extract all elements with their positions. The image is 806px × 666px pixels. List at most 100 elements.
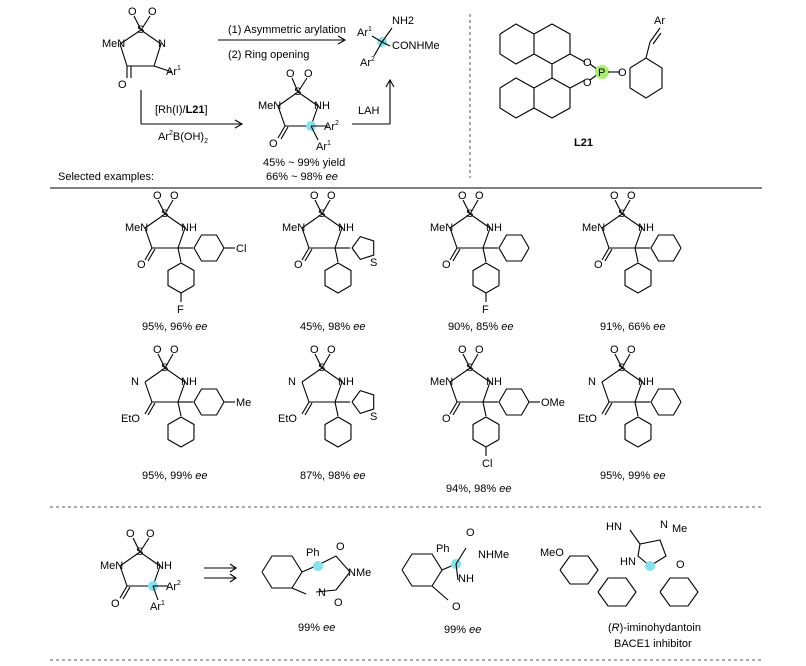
svg-text:Ar: Ar [654, 15, 665, 27]
eto-label: EtO [121, 413, 140, 425]
atom-s: S [618, 362, 625, 374]
atom-men: MeN [430, 222, 453, 234]
substituent-label: OMe [541, 397, 565, 409]
starting-material: O O S MeN N O Ar1 [102, 6, 181, 91]
svg-text:Ar2: Ar2 [166, 580, 181, 593]
atom-s: S [370, 257, 377, 269]
isoindolinone-product: Ph O NHMe NH O 99% ee [401, 527, 509, 636]
example-caption: 91%, 66% ee [600, 321, 665, 333]
atom-label: O [327, 344, 336, 356]
reagent-label: Ar2B(OH)2 [158, 130, 208, 145]
atom-label: O [475, 344, 484, 356]
bace1-inhibitor: HN Me HN O N MeO (R)-iminohydantoin BACE… [540, 519, 701, 650]
svg-text:S: S [136, 546, 143, 558]
svg-text:NMe: NMe [348, 567, 371, 579]
svg-text:Me: Me [672, 523, 687, 535]
ar2-label: Ar2 [360, 56, 375, 69]
example-caption: 45%, 98% ee [300, 321, 365, 333]
atom-label: O [627, 190, 636, 202]
svg-text:HN: HN [620, 556, 636, 568]
atom-men: MeN [430, 376, 453, 388]
svg-text:Ph: Ph [306, 547, 319, 559]
atom-n: N [131, 376, 139, 388]
substituent-label: Me [236, 397, 251, 409]
atom-n: N [158, 38, 166, 50]
ligand-l21: O O P O Ar L21 [499, 15, 665, 149]
svg-text:NH: NH [156, 560, 172, 572]
atom-label: O [458, 344, 467, 356]
ar2-label: Ar2 [324, 120, 339, 133]
inhibitor-class: BACE1 inhibitor [614, 638, 692, 650]
svg-text:S: S [294, 86, 301, 98]
svg-text:MeN: MeN [100, 560, 123, 572]
product2-ee: 99% ee [444, 624, 481, 636]
atom-s: S [318, 208, 325, 220]
example-caption: 94%, 98% ee [446, 483, 511, 495]
svg-text:O: O [618, 67, 627, 79]
svg-text:O: O [676, 559, 685, 571]
atom-men: MeN [582, 222, 605, 234]
atom-s: S [318, 362, 325, 374]
atom-label: O [170, 190, 179, 202]
atom-men: MeN [102, 38, 125, 50]
atom-label: O [610, 190, 619, 202]
svg-text:O: O [269, 138, 278, 150]
atom-s: S [161, 208, 168, 220]
example-caption: 95%, 99% ee [600, 470, 665, 482]
svg-text:O: O [583, 77, 592, 89]
atom-label: O [475, 190, 484, 202]
phosphorus-label: P [598, 67, 605, 79]
svg-text:O: O [111, 598, 120, 610]
atom-nh: NH [638, 222, 654, 234]
step1-label: (1) Asymmetric arylation [228, 24, 346, 36]
substituent-label: F [482, 304, 489, 316]
atom-label: O [137, 259, 146, 271]
eto-label: EtO [578, 413, 597, 425]
lah-label: LAH [358, 105, 379, 117]
example-caption: 90%, 85% ee [448, 321, 513, 333]
atom-nh: NH [338, 222, 354, 234]
atom-label: O [153, 344, 162, 356]
atom-s: S [161, 362, 168, 374]
eto-label: EtO [278, 413, 297, 425]
svg-text:NH: NH [314, 100, 330, 112]
atom-n: N [288, 376, 296, 388]
atom-nh: NH [181, 376, 197, 388]
nh2-label: NH2 [392, 15, 414, 27]
bottom-intermediate: O O S MeN NH O Ar2 Ar1 [100, 528, 181, 613]
svg-text:O: O [336, 541, 345, 553]
atom-label: O [310, 344, 319, 356]
atom-nh: NH [181, 222, 197, 234]
svg-text:Ar1: Ar1 [150, 600, 165, 613]
svg-text:O: O [304, 68, 313, 80]
yield-range: 45% ~ 99% yield [263, 157, 345, 169]
example-caption: 87%, 98% ee [300, 470, 365, 482]
catalyst-label: [Rh(I)/L21] [155, 104, 208, 116]
atom-label: O [458, 190, 467, 202]
atom-nh: NH [638, 376, 654, 388]
atom-s: S [466, 362, 473, 374]
ar1-label: Ar1 [166, 65, 181, 78]
svg-text:O: O [452, 601, 461, 613]
atom-o: O [128, 6, 137, 18]
atom-s: S [137, 24, 144, 36]
svg-text:N: N [660, 519, 668, 531]
atom-label: O [442, 259, 451, 271]
substituent-label: F [177, 304, 184, 316]
atom-label: O [294, 259, 303, 271]
tricyclic-product: Ph O NMe O N 99% ee [261, 541, 371, 634]
svg-text:O: O [334, 597, 343, 609]
ligand-label: L21 [574, 137, 593, 149]
example-caption: 95%, 96% ee [142, 321, 207, 333]
svg-text:O: O [583, 57, 592, 69]
svg-text:N: N [318, 587, 326, 599]
atom-nh: NH [486, 376, 502, 388]
ee-range: 66% ~ 98% ee [266, 171, 338, 183]
